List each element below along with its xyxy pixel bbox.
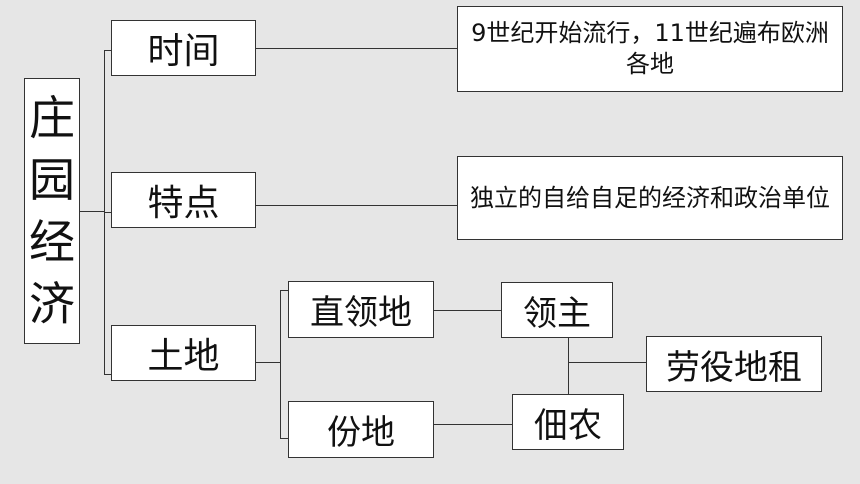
domain-node: 直领地	[288, 281, 434, 338]
serf-node: 佃农	[512, 394, 624, 450]
feature-node: 特点	[111, 172, 256, 228]
feature-description: 独立的自给自足的经济和政治单位	[470, 183, 830, 212]
rent-node: 劳役地租	[646, 336, 822, 392]
plot-node: 份地	[288, 401, 434, 458]
bracket-tick-feature	[104, 212, 111, 213]
bracket-tick-plot	[280, 438, 288, 439]
plot-label: 份地	[327, 413, 395, 453]
root-connector	[80, 211, 104, 212]
bracket-tick-domain	[280, 290, 288, 291]
plot-serf-connector	[434, 424, 512, 425]
time-description-node: 9世纪开始流行，11世纪遍布欧洲各地	[457, 6, 843, 92]
feature-label: 特点	[147, 183, 220, 224]
land-node: 土地	[111, 325, 256, 381]
rent-connector	[568, 362, 646, 363]
serf-label: 佃农	[534, 405, 602, 446]
root-label: 庄园经济	[29, 91, 75, 331]
land-label: 土地	[147, 336, 220, 377]
bracket-tick-time	[104, 50, 111, 51]
root-node: 庄园经济	[24, 78, 80, 344]
domain-lord-connector	[434, 310, 501, 311]
lord-node: 领主	[501, 282, 613, 338]
domain-label: 直领地	[310, 293, 412, 333]
rent-label: 劳役地租	[666, 347, 802, 388]
bracket-tick-land	[104, 374, 111, 375]
time-node: 时间	[111, 20, 256, 76]
land-connector	[256, 362, 280, 363]
land-bracket	[280, 290, 281, 438]
time-label: 时间	[147, 31, 220, 72]
lord-label: 领主	[523, 293, 591, 334]
time-description: 9世纪开始流行，11世纪遍布欧洲各地	[471, 19, 829, 78]
feature-description-node: 独立的自给自足的经济和政治单位	[457, 156, 843, 240]
feature-connector	[256, 205, 457, 206]
time-connector	[256, 48, 457, 49]
lord-serf-connector	[568, 338, 569, 394]
